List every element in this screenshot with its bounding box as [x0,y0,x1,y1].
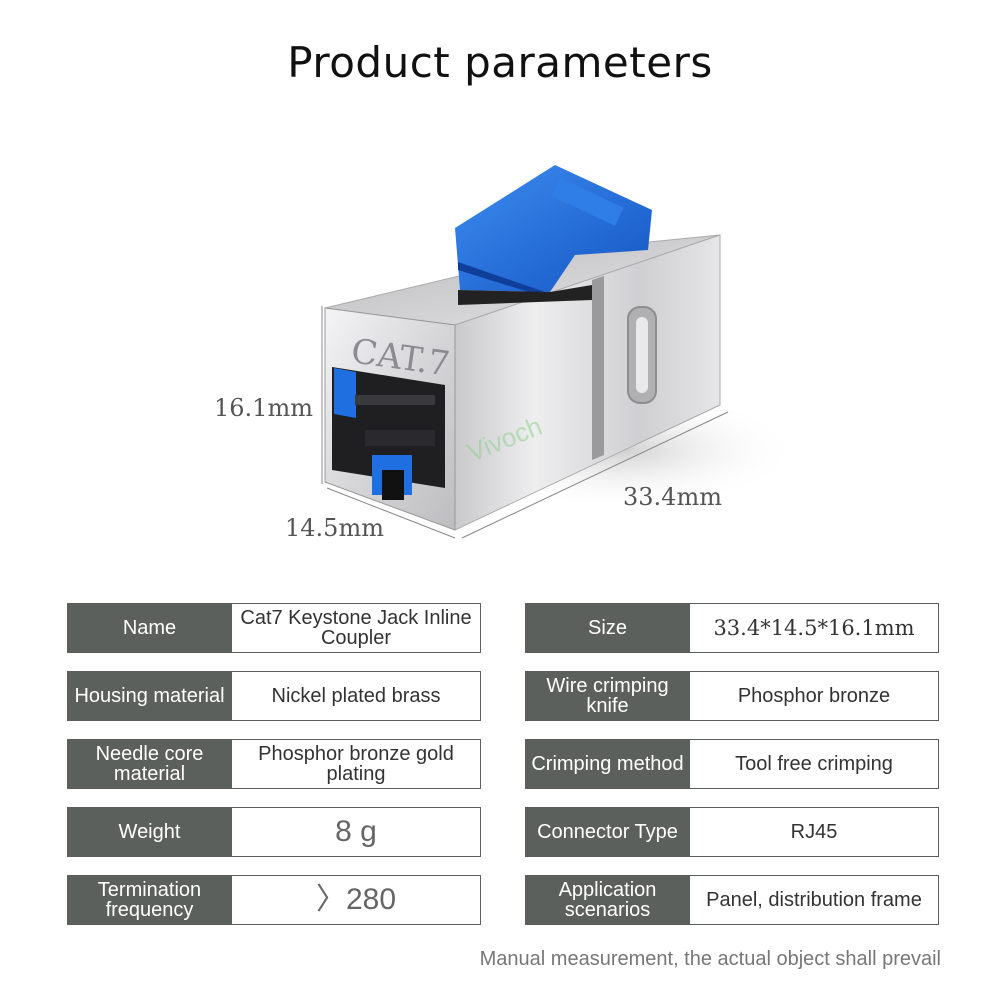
param-row: Needle core material Phosphor bronze gol… [67,739,481,789]
param-label: Needle core material [67,739,232,789]
param-label: Housing material [67,671,232,721]
param-row: Weight 8 g [67,807,481,857]
param-row: Size 33.4*14.5*16.1mm [525,603,939,653]
dimension-height: 16.1mm [214,394,313,422]
param-label: Name [67,603,232,653]
param-row: Application scenarios Panel, distributio… [525,875,939,925]
param-value: Tool free crimping [690,739,939,789]
latch [455,165,652,292]
param-value: Panel, distribution frame [690,875,939,925]
param-value: 〉280 [232,875,481,925]
param-value: Phosphor bronze [690,671,939,721]
param-row: Housing material Nickel plated brass [67,671,481,721]
param-row: Crimping method Tool free crimping [525,739,939,789]
param-label: Wire crimping knife [525,671,690,721]
product-image: CAT.7 Vivoch [321,165,800,539]
param-row: Termination frequency 〉280 [67,875,481,925]
housing-seam [592,276,604,460]
rj45-port [332,367,445,500]
param-value: Nickel plated brass [232,671,481,721]
param-label: Connector Type [525,807,690,857]
param-label: Crimping method [525,739,690,789]
param-value: 33.4*14.5*16.1mm [690,603,939,653]
param-label: Weight [67,807,232,857]
param-label: Size [525,603,690,653]
dimension-length: 33.4mm [623,483,722,511]
param-value: 8 g [232,807,481,857]
param-value: Cat7 Keystone Jack Inline Coupler [232,603,481,653]
param-row: Connector Type RJ45 [525,807,939,857]
measurement-note: Manual measurement, the actual object sh… [479,948,941,970]
param-row: Wire crimping knife Phosphor bronze [525,671,939,721]
page-title: Product parameters [287,38,713,87]
param-value: Phosphor bronze gold plating [232,739,481,789]
dimension-width: 14.5mm [285,514,384,542]
param-row: Name Cat7 Keystone Jack Inline Coupler [67,603,481,653]
param-label: Application scenarios [525,875,690,925]
param-value: RJ45 [690,807,939,857]
param-label: Termination frequency [67,875,232,925]
